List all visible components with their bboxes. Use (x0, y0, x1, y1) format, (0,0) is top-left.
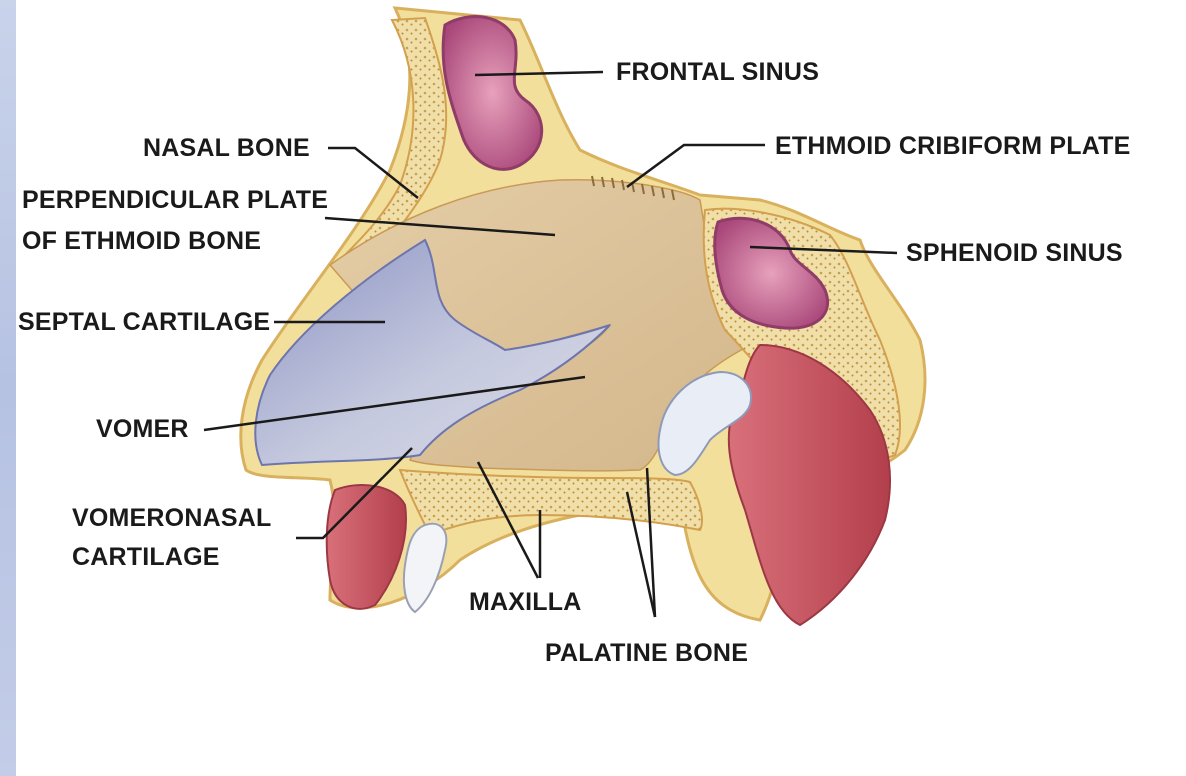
label-septal-cartilage: SEPTAL CARTILAGE (18, 303, 270, 341)
label-nasal-bone: NASAL BONE (143, 129, 310, 167)
leader-frontal-sinus (475, 72, 603, 75)
label-frontal-sinus: FRONTAL SINUS (616, 53, 819, 91)
label-vomeronasal-line1: VOMERONASAL (72, 499, 271, 537)
leader-vomeronasal-cartilage (296, 448, 412, 538)
label-perpendicular-plate-line1: PERPENDICULAR PLATE (22, 181, 328, 219)
leader-perpendicular-plate (325, 218, 555, 235)
label-sphenoid-sinus: SPHENOID SINUS (906, 234, 1123, 272)
label-ethmoid-cribriform-plate: ETHMOID CRIBIFORM PLATE (775, 127, 1131, 165)
label-maxilla: MAXILLA (469, 583, 582, 621)
leader-sphenoid-sinus (750, 247, 897, 253)
leader-nasal-bone (328, 148, 418, 198)
label-vomer: VOMER (96, 410, 189, 448)
leader-ethmoid-cribriform-plate (627, 145, 765, 187)
label-vomeronasal-line2: CARTILAGE (72, 538, 220, 576)
leader-maxilla-1 (478, 462, 538, 578)
label-palatine-bone: PALATINE BONE (545, 634, 748, 672)
leader-vomer (204, 377, 585, 430)
label-perpendicular-plate-line2: OF ETHMOID BONE (22, 222, 261, 260)
